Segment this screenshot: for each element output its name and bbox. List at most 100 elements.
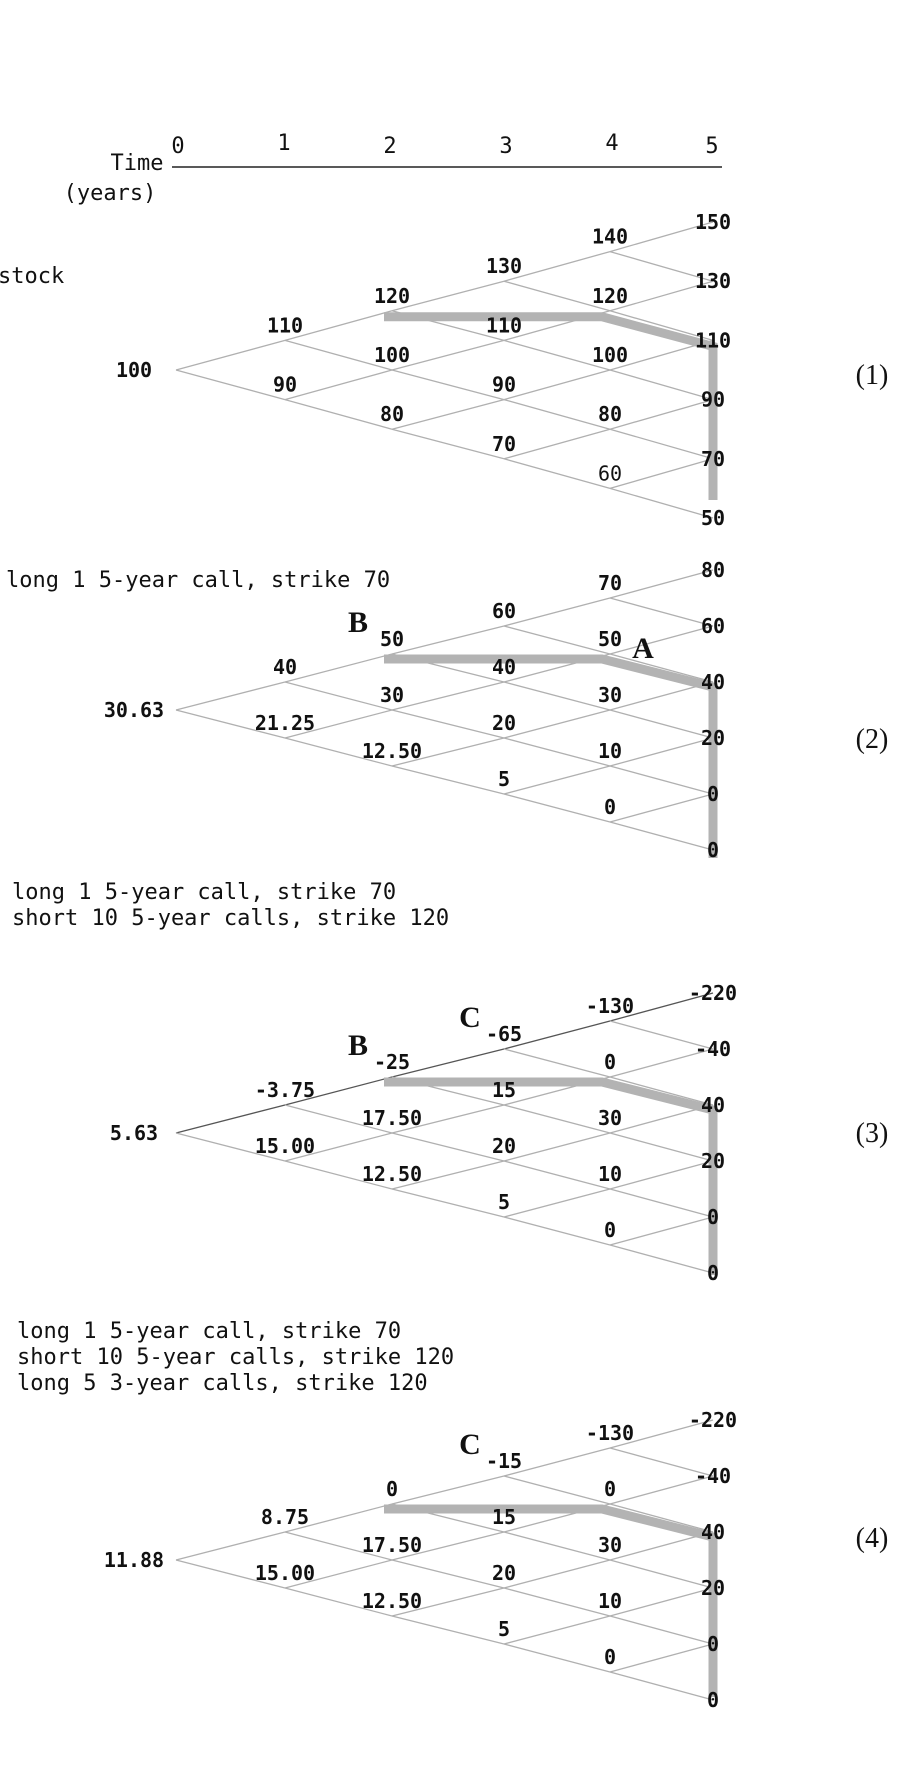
tree-edge xyxy=(391,1615,505,1645)
tree-edge xyxy=(609,428,714,460)
node-value: 150 xyxy=(695,210,731,234)
node-value: 12.50 xyxy=(362,1162,422,1186)
tree-edge xyxy=(175,1531,286,1561)
node-value: 70 xyxy=(598,571,622,595)
tree-edge xyxy=(175,1559,286,1589)
tree-edge xyxy=(609,398,714,430)
tree-edge xyxy=(503,1615,611,1645)
panel-1-description-line-1: stock xyxy=(0,264,64,289)
node-value: 70 xyxy=(492,432,516,456)
tree-edge xyxy=(503,681,611,711)
node-value: 20 xyxy=(492,711,516,735)
tree-edge xyxy=(609,1671,714,1701)
tree-edge xyxy=(284,1531,393,1561)
tree-edge xyxy=(391,1160,505,1190)
tree-edge xyxy=(284,1132,393,1162)
node-value: 20 xyxy=(492,1134,516,1158)
node-value: 5 xyxy=(498,1190,510,1214)
tree-edge xyxy=(609,250,714,282)
tree-edge xyxy=(609,569,714,599)
node-value: 17.50 xyxy=(362,1533,422,1557)
tree-edge xyxy=(284,681,393,711)
node-value: -220 xyxy=(689,981,737,1005)
tree-edge xyxy=(503,1447,611,1477)
tree-edge xyxy=(609,1559,714,1589)
node-value: -65 xyxy=(486,1022,522,1046)
node-value: 0 xyxy=(604,1218,616,1242)
node-value: -15 xyxy=(486,1449,522,1473)
time-tick-4: 4 xyxy=(605,131,618,156)
node-value: -3.75 xyxy=(255,1078,315,1102)
tree-edge xyxy=(609,992,714,1022)
node-value: 60 xyxy=(492,599,516,623)
time-tick-0: 0 xyxy=(171,134,184,159)
tree-edge xyxy=(391,1475,505,1505)
panel-2-description-line-1: long 1 5-year call, strike 70 xyxy=(6,568,390,593)
node-value: 5 xyxy=(498,1617,510,1641)
tree-edge xyxy=(284,1076,393,1106)
tree-edge xyxy=(609,1419,714,1449)
node-value: 20 xyxy=(492,1561,516,1585)
node-value: 8.75 xyxy=(261,1505,309,1529)
time-tick-5: 5 xyxy=(705,134,718,159)
node-value: 20 xyxy=(701,1149,725,1173)
marker-c: C xyxy=(459,1428,481,1461)
panel-3-description-line-1: long 1 5-year call, strike 70 xyxy=(12,880,396,905)
node-value: 5.63 xyxy=(110,1121,158,1145)
node-value: 0 xyxy=(707,1205,719,1229)
tree-edge xyxy=(503,625,611,655)
node-value: 30 xyxy=(598,683,622,707)
panel-3: long 1 5-year call, strike 70 short 10 5… xyxy=(12,880,888,1285)
node-value: 130 xyxy=(695,269,731,293)
node-value: 11.88 xyxy=(104,1548,164,1572)
tree-edge xyxy=(391,280,505,312)
tree-edge xyxy=(503,1643,611,1673)
tree-edge xyxy=(391,1559,505,1589)
tree-edge xyxy=(503,1104,611,1134)
node-value: 100 xyxy=(116,358,152,382)
node-value: 80 xyxy=(598,402,622,426)
tree-edge xyxy=(503,709,611,739)
node-value: 30 xyxy=(598,1106,622,1130)
tree-edge xyxy=(503,428,611,460)
tree-edge xyxy=(609,1244,714,1274)
tree-edge xyxy=(609,1020,714,1050)
panel-2: long 1 5-year call, strike 70 (2) 30.634… xyxy=(6,558,888,862)
tree-edge xyxy=(503,339,611,371)
node-value: 12.50 xyxy=(362,1589,422,1613)
node-value: 0 xyxy=(707,1688,719,1712)
tree-edge xyxy=(609,597,714,627)
tree-edge xyxy=(503,765,611,795)
node-value: 21.25 xyxy=(255,711,315,735)
node-value: 100 xyxy=(592,343,628,367)
tree-edge xyxy=(609,625,714,655)
tree-edge xyxy=(284,310,393,342)
tree-edge xyxy=(391,1132,505,1162)
time-axis: Time (years) 0 1 2 3 4 5 xyxy=(64,131,722,206)
tree-edge xyxy=(503,793,611,823)
marker-b: B xyxy=(348,606,368,639)
node-value: 0 xyxy=(604,1050,616,1074)
tree-edge xyxy=(503,1559,611,1589)
tree-edge xyxy=(503,1020,611,1050)
panel-1-tree: 1001109012010080130110907014012010080601… xyxy=(116,210,731,530)
node-value: 20 xyxy=(701,726,725,750)
tree-edge xyxy=(609,793,714,823)
time-tick-2: 2 xyxy=(383,134,396,159)
node-value: 15.00 xyxy=(255,1134,315,1158)
time-tick-3: 3 xyxy=(499,134,512,159)
panel-3-description-line-2: short 10 5-year calls, strike 120 xyxy=(12,906,449,931)
panel-4-description-line-1: long 1 5-year call, strike 70 xyxy=(17,1319,401,1344)
tree-edge xyxy=(609,1216,714,1246)
tree-edge xyxy=(503,280,611,312)
node-value: 120 xyxy=(374,284,410,308)
tree-edge xyxy=(503,737,611,767)
node-value: 10 xyxy=(598,739,622,763)
time-axis-label-line2: (years) xyxy=(64,181,157,206)
tree-edge xyxy=(284,398,393,430)
node-value: -40 xyxy=(695,1464,731,1488)
tree-edge xyxy=(609,1160,714,1190)
panel-2-equation-number: (2) xyxy=(856,724,889,755)
tree-edge xyxy=(609,737,714,767)
